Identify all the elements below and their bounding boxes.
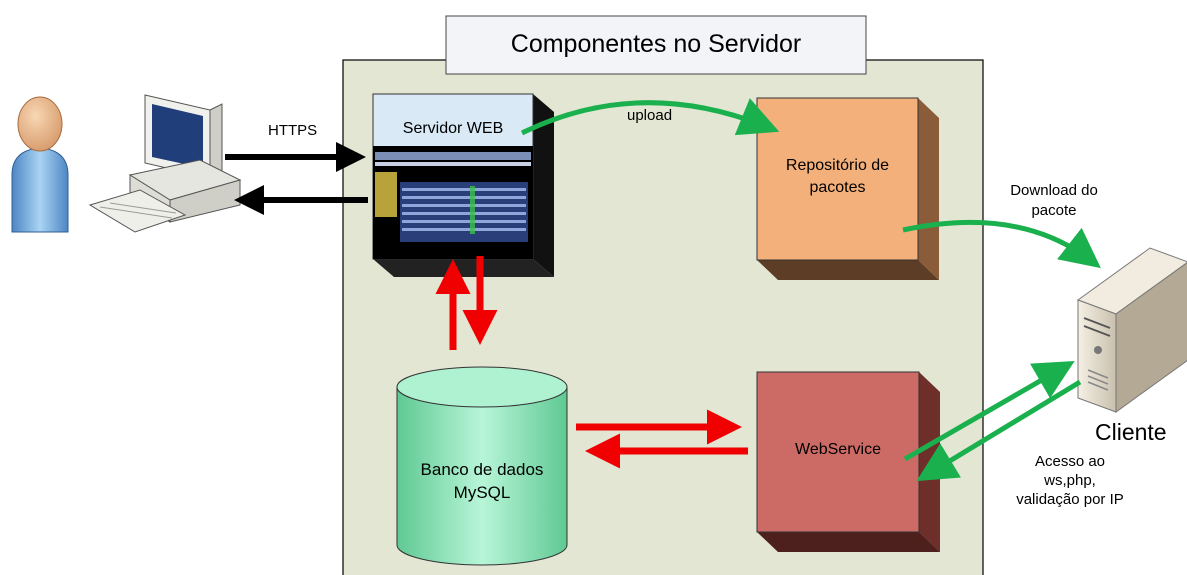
title-box [445, 15, 867, 75]
upload-label: upload [627, 107, 673, 124]
download-arrow [902, 219, 1101, 269]
computer-icon [88, 94, 242, 233]
client-to-webservice-arrow [916, 379, 1082, 482]
servidor-web-label: Servidor WEB [402, 120, 504, 137]
database-cylinder [396, 366, 568, 566]
repositorio-label-line2: pacotes [809, 179, 866, 196]
webservice-label: WebService [795, 441, 881, 458]
download-label-line1: Download do [1010, 182, 1098, 199]
acesso-label-line1: Acesso ao [1034, 453, 1106, 470]
upload-arrow [520, 98, 780, 136]
servidor-web-box [372, 93, 554, 277]
cliente-label: Cliente [1095, 419, 1167, 445]
acesso-label-line3: validação por IP [1016, 491, 1124, 508]
repositorio-box [756, 97, 939, 280]
webservice-box [756, 371, 940, 552]
banco-label-line1: Banco de dados [420, 460, 544, 479]
acesso-label-line2: ws,php, [1044, 472, 1096, 489]
https-label: HTTPS [268, 122, 318, 139]
diagram-title: Componentes no Servidor [510, 30, 802, 58]
server-tower-icon [1076, 247, 1187, 413]
user-icon [11, 96, 69, 233]
banco-label-line2: MySQL [453, 483, 511, 502]
download-label-line2: pacote [1031, 202, 1077, 219]
repositorio-label-line1: Repositório de [785, 157, 890, 174]
